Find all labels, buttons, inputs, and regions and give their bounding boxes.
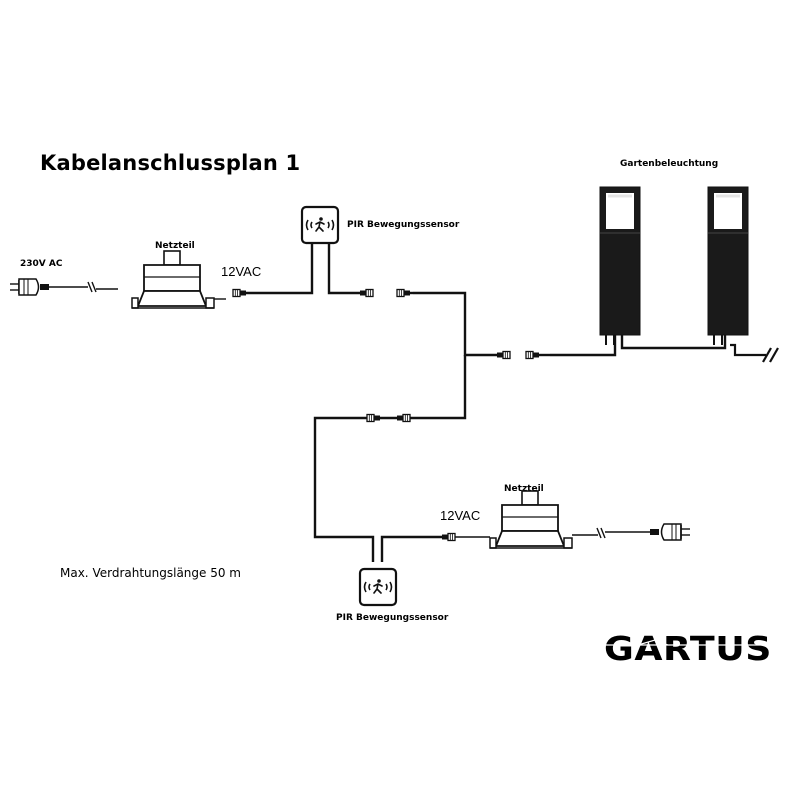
gartus-logo: GARTUS (604, 629, 772, 668)
connector-sensor-bottom-in (366, 413, 381, 423)
psu-top-label: Netzteil (155, 241, 195, 251)
voltage-bottom-label: 12VAC (440, 508, 480, 523)
page-title: Kabelanschlussplan 1 (40, 151, 300, 175)
power-plug-icon (10, 278, 49, 296)
lights-label: Gartenbeleuchtung (620, 159, 718, 169)
sensor-bottom-label: PIR Bewegungssensor (336, 613, 449, 623)
sensor-top-label: PIR Bewegungssensor (347, 220, 460, 230)
cable-top (246, 243, 727, 357)
connector-psu-bottom (441, 532, 456, 542)
mains-cable (49, 281, 118, 293)
connector-branch-in (396, 288, 411, 298)
psu-bottom (489, 490, 573, 549)
voltage-top-label: 12VAC (221, 264, 261, 279)
cable-bottom (313, 355, 467, 562)
garden-light-1 (598, 185, 642, 347)
psu-bottom-label: Netzteil (504, 484, 544, 494)
max-length-note: Max. Verdrahtungslänge 50 m (60, 566, 241, 580)
connector-sensor-top-out (359, 288, 374, 298)
cable-end (730, 343, 779, 363)
power-plug-bottom-icon (650, 523, 690, 541)
connector-lights-out (525, 350, 540, 360)
pir-sensor-top (300, 205, 340, 245)
logo-text: GARTUS (604, 629, 772, 668)
garden-light-2 (706, 185, 750, 347)
connector-branch-out (396, 413, 411, 423)
pir-sensor-bottom (358, 567, 398, 607)
psu-top (131, 250, 215, 309)
connector-psu-top (232, 288, 247, 298)
mains-cable-bottom (572, 527, 650, 539)
input-voltage-label: 230V AC (20, 259, 63, 269)
connector-lights-in (496, 350, 511, 360)
